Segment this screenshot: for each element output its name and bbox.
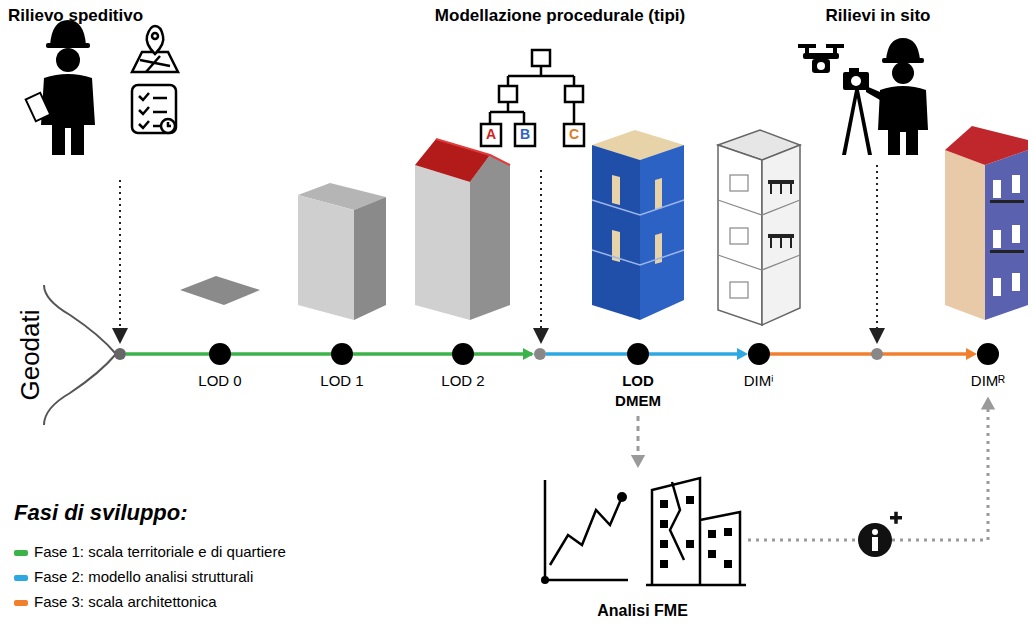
arrow-head: [966, 348, 977, 360]
analysis-label: Analisi FME: [535, 602, 750, 620]
text-label: B: [520, 126, 530, 142]
phase-dot: [871, 348, 883, 360]
arrow-head: [737, 348, 748, 360]
text-label: Fasi di sviluppo:: [14, 500, 188, 526]
plus-icon: [894, 512, 898, 524]
arrow-head: [631, 455, 645, 468]
text-label: C: [569, 126, 579, 142]
stage-label: LOD 1: [320, 371, 363, 391]
timeline-dot: LOD 0: [209, 343, 231, 365]
phase-dot: [534, 348, 546, 360]
timeline-connector: [649, 348, 748, 360]
info-icon: [872, 537, 878, 551]
arrow-head: [523, 348, 534, 360]
text-label: Geodati: [15, 309, 46, 400]
timeline-connector: [353, 354, 452, 355]
timeline-dot: DIMⁱ: [748, 343, 770, 365]
info-icon: [872, 529, 878, 535]
timeline-dot: LOD 2: [452, 343, 474, 365]
stage-label: LOD 0: [198, 371, 241, 391]
stage-label: LOD 2: [441, 371, 484, 391]
timeline-dot: LOD 1: [331, 343, 353, 365]
stage-label: DIMᴿ: [971, 371, 1005, 391]
timeline-connector: [631, 416, 645, 468]
legend-swatch: [14, 600, 28, 606]
text-label: Modellazione procedurale (tipi): [435, 6, 685, 26]
stage-label: LOD DMEM: [613, 371, 663, 410]
legend-text: Fase 2: modello analisi strutturali: [34, 568, 253, 585]
legend-swatch: [14, 550, 28, 556]
text-label: Rilievi in sito: [826, 6, 931, 26]
analysis-box: Analisi FME: [535, 470, 750, 620]
legend-row: Fase 3: scala architettonica: [14, 593, 217, 610]
timeline-connector: [231, 354, 331, 355]
timeline-connector: [748, 397, 995, 558]
timeline-connector: [770, 348, 977, 360]
info-icon: [858, 523, 892, 557]
legend-swatch: [14, 575, 28, 581]
timeline-connector: [474, 348, 627, 360]
text-label: A: [486, 126, 496, 142]
legend-row: Fase 1: scala territoriale e di quartier…: [14, 543, 286, 560]
stage-label: DIMⁱ: [744, 371, 775, 391]
arrow-head: [981, 397, 995, 410]
legend-text: Fase 3: scala architettonica: [34, 593, 217, 610]
legend-row: Fase 2: modello analisi strutturali: [14, 568, 253, 585]
legend-text: Fase 1: scala territoriale e di quartier…: [34, 543, 286, 560]
timeline-dot: DIMᴿ: [977, 343, 999, 365]
text-label: Rilievo speditivo: [8, 6, 143, 26]
timeline-dot: LOD DMEM: [627, 343, 649, 365]
